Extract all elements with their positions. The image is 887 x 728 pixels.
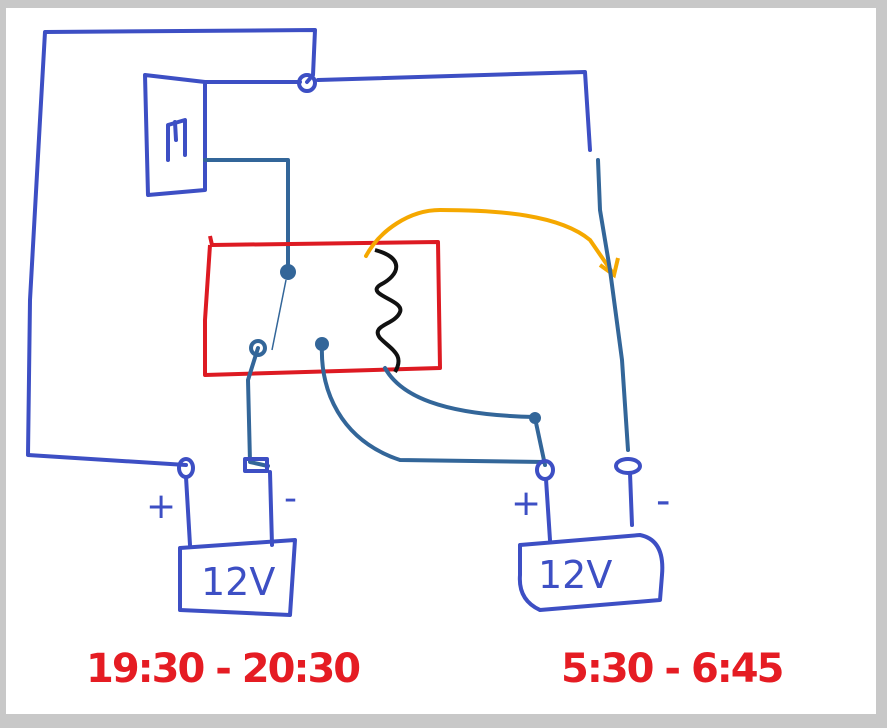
wire-junction-battery2 <box>533 416 547 467</box>
orange-arrow-icon <box>598 257 620 279</box>
relay-box <box>203 235 442 377</box>
battery2-minus-terminal <box>614 457 642 475</box>
relay-coil <box>374 248 403 374</box>
battery2-box <box>517 533 665 612</box>
battery2-leads <box>544 471 634 542</box>
wire-left-loop <box>26 28 317 467</box>
battery2-plus-label: + <box>511 483 542 524</box>
wire-no-battery2 <box>319 342 547 464</box>
wire-coil-battery2 <box>383 366 537 419</box>
wire-right-vertical <box>596 158 630 452</box>
battery1-minus-label: - <box>284 478 297 519</box>
relay-switch-arm <box>271 279 287 351</box>
schedule-1: 19:30 - 20:30 <box>86 646 361 692</box>
battery2-label: 12V <box>538 553 613 597</box>
drawing-canvas: M 12V + - 12V + - 19:30 - 20:30 5:30 - 6… <box>6 8 876 714</box>
relay-wiring-diagram: M <box>26 28 665 617</box>
wire-nc-battery1 <box>246 346 270 468</box>
wire-orange-control <box>364 207 614 274</box>
battery2-minus-label: - <box>656 478 671 524</box>
relay-com-terminal <box>280 264 296 280</box>
relay-nc-terminal <box>249 339 267 357</box>
battery1-leads <box>184 470 274 547</box>
junction-terminal <box>297 73 317 93</box>
schedule-2: 5:30 - 6:45 <box>561 646 784 692</box>
motor-symbol <box>166 118 187 162</box>
battery1-label: 12V <box>201 560 276 604</box>
wire-motor-top <box>203 70 592 152</box>
battery1-box <box>178 538 297 617</box>
battery1-minus-terminal <box>243 457 269 473</box>
motor-box <box>143 73 207 197</box>
wire-motor-relay <box>203 158 290 274</box>
battery1-plus-terminal <box>177 457 195 479</box>
battery1-plus-label: + <box>146 486 177 527</box>
